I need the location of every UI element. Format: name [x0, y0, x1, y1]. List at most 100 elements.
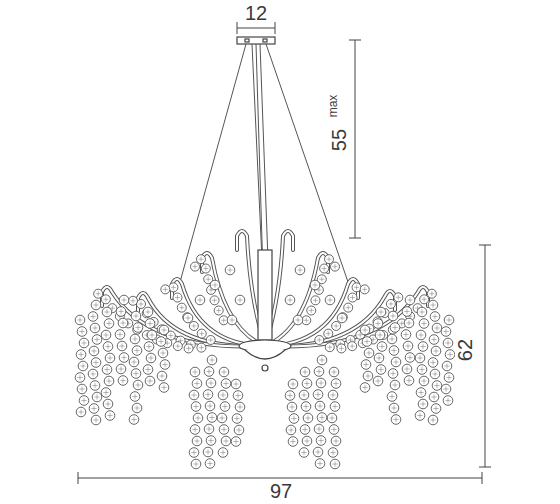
crystal	[287, 402, 297, 412]
crystal-facet	[392, 382, 397, 387]
crystal-facet	[222, 404, 227, 409]
crystal-outline	[416, 330, 426, 340]
crystal	[147, 330, 157, 340]
crystal	[92, 335, 102, 345]
crystal-facet	[295, 317, 300, 322]
crystal-outline	[311, 296, 320, 305]
arm-inner	[265, 279, 358, 346]
crystal	[403, 341, 413, 351]
crystal	[328, 448, 338, 458]
crystal-facet	[332, 404, 337, 409]
crystal-facet	[145, 367, 150, 372]
crystal-outline	[131, 369, 141, 379]
crystal	[118, 318, 128, 328]
crystal	[115, 330, 125, 340]
crystal-facet	[90, 371, 95, 376]
crystal	[219, 367, 229, 377]
crystal-facet	[119, 343, 124, 348]
crystal	[430, 312, 440, 322]
crystal-outline	[219, 367, 229, 377]
crystal-outline	[325, 343, 334, 352]
crystal-outline	[102, 365, 112, 375]
crystal	[331, 436, 341, 446]
crystal-outline	[145, 376, 155, 386]
crystal-facet	[333, 264, 338, 269]
crystal	[235, 402, 245, 412]
crystal	[132, 346, 142, 356]
crystal	[310, 280, 320, 290]
crystal-outline	[196, 255, 205, 264]
crystal	[91, 358, 101, 368]
crystal-outline	[144, 342, 154, 352]
crystal-facet	[375, 321, 380, 326]
crystal	[390, 380, 400, 390]
crystal-outline	[314, 367, 324, 377]
crystal	[373, 319, 383, 329]
crystal-outline	[79, 396, 89, 406]
crystal	[183, 313, 193, 323]
crystal-facet	[418, 390, 423, 395]
crystal-outline	[401, 330, 411, 340]
crystal-outline	[390, 380, 400, 390]
crystal-facet	[103, 297, 108, 302]
crystal-outline	[218, 390, 228, 400]
crystal-outline	[90, 381, 100, 391]
crystal-outline	[360, 325, 370, 335]
crystal	[90, 323, 100, 333]
crystal	[227, 315, 237, 325]
crystal-facet	[434, 325, 439, 330]
crystal-facet	[159, 373, 164, 378]
crystal	[189, 321, 198, 330]
crystal-facet	[77, 317, 82, 322]
crystal-outline	[235, 295, 245, 305]
crystal-facet	[391, 405, 396, 410]
crystal-outline	[287, 402, 297, 412]
crystal	[442, 361, 452, 371]
crystal-outline	[203, 390, 213, 400]
crystal-outline	[225, 265, 235, 275]
crystal	[191, 459, 201, 469]
crystal	[300, 425, 310, 435]
crystal-outline	[102, 307, 112, 317]
crystal-facet	[443, 329, 448, 334]
crystal-outline	[388, 311, 398, 321]
crystal-facet	[78, 352, 83, 357]
crystal-facet	[430, 360, 435, 365]
crystal-outline	[324, 329, 333, 338]
crystal-outline	[132, 403, 142, 413]
crystal	[416, 330, 426, 340]
crystal-facet	[393, 359, 398, 364]
crystal-outline	[364, 348, 374, 358]
crystal-outline	[360, 285, 369, 294]
arm-outline	[138, 293, 265, 346]
crystal	[169, 283, 178, 292]
crystal-outline	[158, 348, 168, 358]
crystal	[444, 315, 454, 325]
crystal-facet	[362, 385, 367, 390]
crystal	[285, 295, 295, 305]
crystal-facet	[220, 392, 225, 397]
crystal-facet	[316, 426, 321, 431]
crystal-facet	[134, 405, 139, 410]
crystal	[204, 367, 214, 377]
crystal-outline	[429, 335, 439, 345]
crystal	[300, 367, 310, 377]
crystal-facet	[221, 427, 226, 432]
crystal-facet	[445, 340, 450, 345]
crystal-outline	[376, 307, 386, 317]
crystal-facet	[78, 409, 83, 414]
crystal	[374, 353, 384, 363]
crystal-facet	[429, 291, 434, 296]
crystal	[217, 413, 227, 423]
crystal-facet	[288, 427, 293, 432]
crystal-facet	[444, 363, 449, 368]
crystal	[314, 424, 324, 434]
crystal-outline	[184, 344, 193, 353]
crystal-outline	[391, 415, 401, 425]
crystal	[316, 436, 326, 446]
crystal	[375, 330, 385, 340]
crystal-facet	[354, 285, 359, 290]
crystal-facet	[287, 393, 292, 398]
